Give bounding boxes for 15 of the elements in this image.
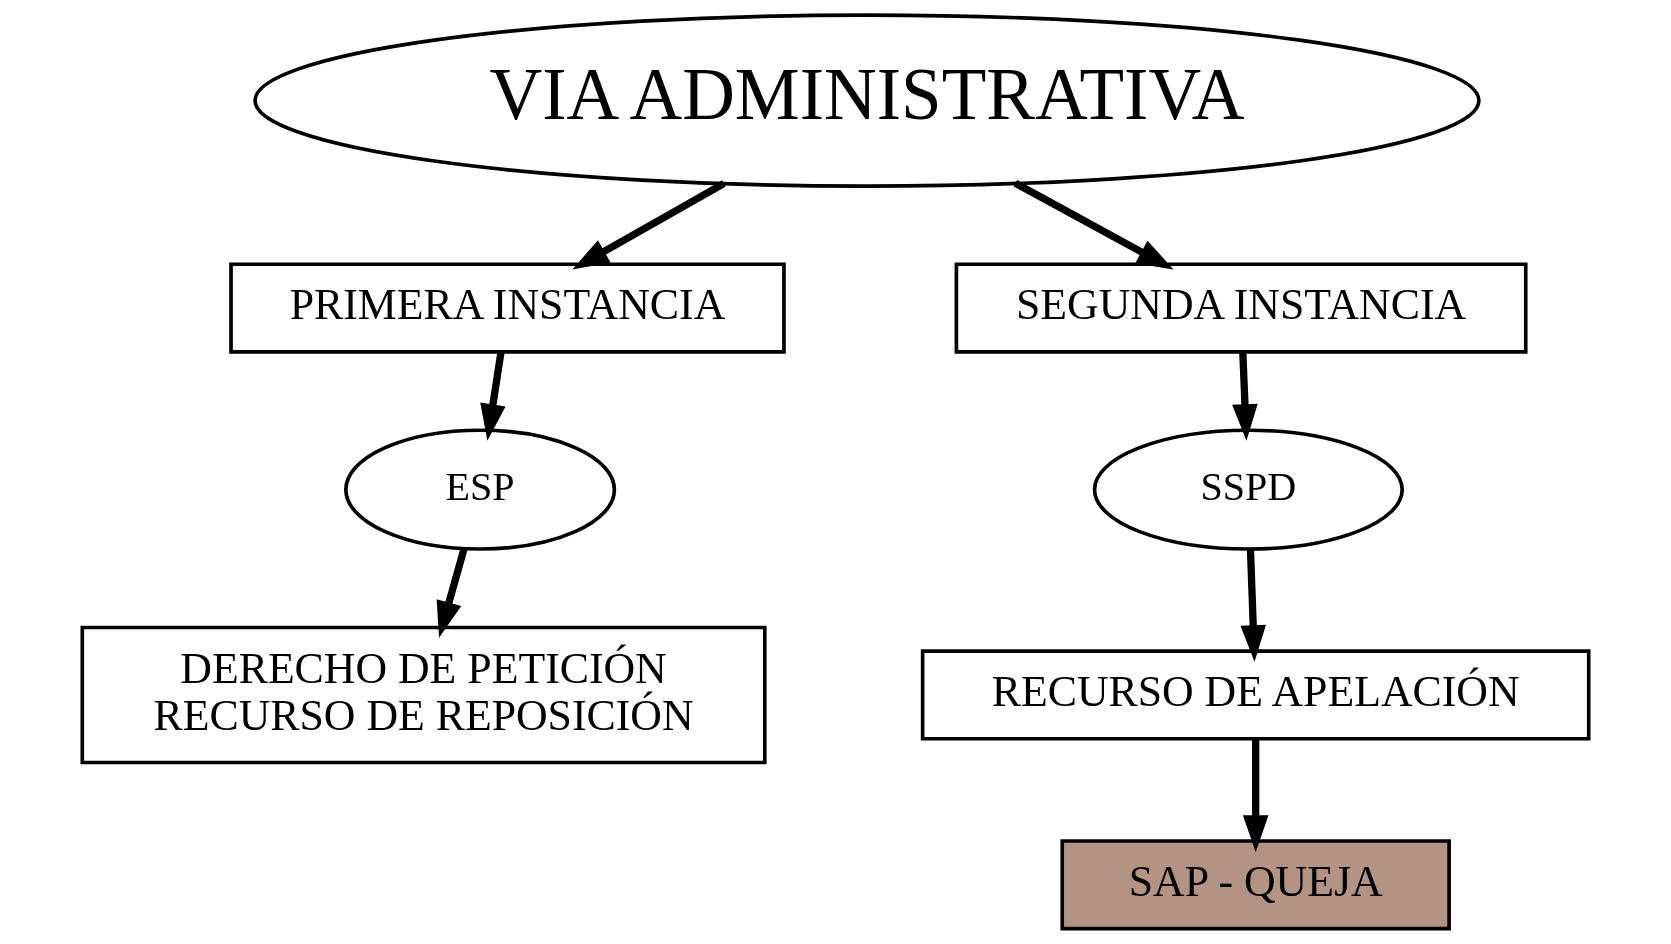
arrow — [1232, 351, 1258, 441]
node-box: PRIMERA INSTANCIA — [229, 262, 786, 354]
node-ellipse: SSPD — [1092, 428, 1404, 551]
arrow — [1013, 180, 1174, 270]
node-box: RECURSO DE APELACIÓN — [920, 649, 1591, 741]
arrow — [572, 180, 726, 270]
node-box: DERECHO DE PETICIÓN RECURSO DE REPOSICIÓN — [80, 625, 767, 765]
node-box: SAP - QUEJA — [1060, 839, 1451, 931]
node-box: SEGUNDA INSTANCIA — [954, 262, 1528, 354]
node-ellipse: ESP — [344, 428, 617, 551]
node-ellipse: VIA ADMINISTRATIVA — [253, 13, 1481, 188]
arrow — [480, 351, 506, 441]
arrow — [1240, 549, 1266, 662]
arrow — [1242, 739, 1269, 852]
arrow — [436, 547, 468, 638]
